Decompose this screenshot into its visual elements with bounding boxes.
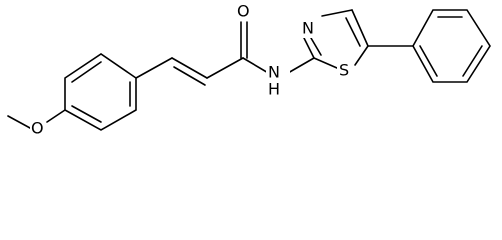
molecule-drawing: O O N H N S xyxy=(7,2,491,138)
phenyl-ring xyxy=(412,9,491,83)
bond-n-thiazole xyxy=(287,57,315,74)
aromatic-bond-c xyxy=(71,105,102,123)
methoxy-oxygen-label: O xyxy=(30,118,46,138)
svg-text:N: N xyxy=(302,19,314,38)
structure-canvas: O O N H N S xyxy=(7,2,491,138)
phenyl-aromatic-b xyxy=(462,45,483,77)
thiazole-s1-c2 xyxy=(313,57,338,69)
svg-text:S: S xyxy=(339,61,349,80)
svg-text:O: O xyxy=(237,2,250,21)
thiazole-sulfur-label: S xyxy=(337,60,353,80)
phenyl-aromatic-c xyxy=(419,45,438,77)
thiazole-c4-c5 xyxy=(351,9,369,47)
svg-text:H: H xyxy=(268,80,280,99)
bond-o-ring xyxy=(46,109,66,123)
bond-carbonyl-n xyxy=(242,57,271,75)
svg-text:O: O xyxy=(31,119,44,138)
thiazole-c2-n3-inner xyxy=(310,37,322,56)
svg-text:N: N xyxy=(268,63,280,82)
amide-nitrogen-label: N H xyxy=(266,62,290,99)
vinyl-double-bond-inner xyxy=(173,66,206,86)
thiazole-nitrogen-label: N xyxy=(300,18,316,38)
thiazole-n3-c4 xyxy=(321,9,353,17)
vinyl-double-bond xyxy=(171,57,208,79)
carbonyl-oxygen-label: O xyxy=(236,2,252,21)
thiazole-c5-s1 xyxy=(354,45,369,66)
aromatic-bond-a xyxy=(71,61,102,83)
bond-vinyl-carbonyl xyxy=(206,57,244,79)
thiazole-c4-c5-inner xyxy=(345,17,361,47)
methoxyphenyl-ring xyxy=(64,53,137,131)
bond-methyl-o xyxy=(7,115,31,129)
bond-ring-vinyl xyxy=(135,57,173,79)
thiazole-c2-n3 xyxy=(303,37,315,59)
